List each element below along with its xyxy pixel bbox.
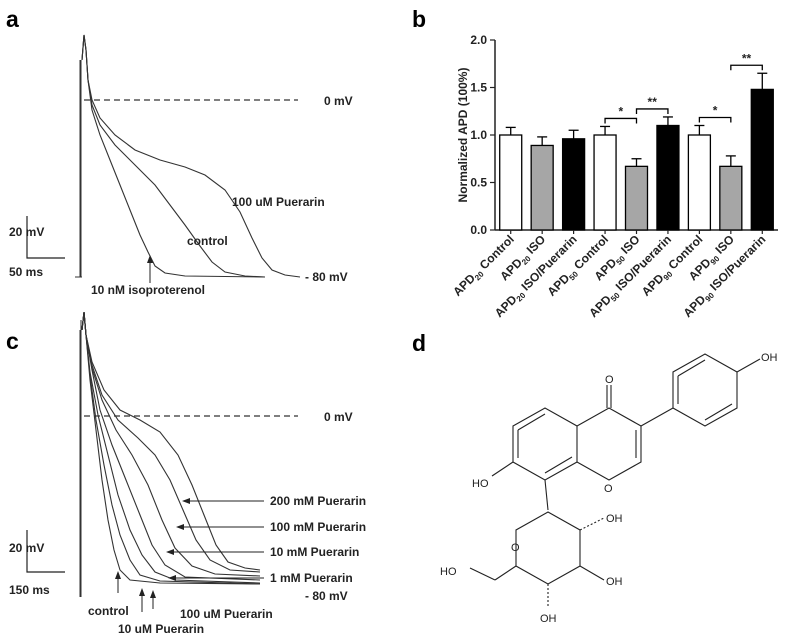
- sig-label-1: **: [648, 95, 658, 109]
- panel-b-bar-chart: b Normalized APD (100%) 0.00.51.01.52.0A…: [412, 6, 778, 320]
- phenyl-double-bonds: [677, 359, 733, 421]
- scale-t-a: 50 ms: [9, 265, 43, 279]
- phenyl-ring: [672, 353, 738, 427]
- panel-d-chemical-structure: d O OH HO O O OH HO OH OH: [412, 330, 778, 625]
- label-control: control: [187, 234, 228, 248]
- atom-carbonyl-o: O: [605, 374, 614, 386]
- phenol-bond: [736, 358, 761, 373]
- rest-mv-label: - 80 mV: [305, 270, 348, 284]
- trace-control: [81, 34, 266, 278]
- benzo-ring-double-bonds: [517, 413, 573, 474]
- sig-bracket-1: [635, 108, 669, 114]
- label-10uM: 10 uM Puerarin: [118, 622, 204, 636]
- scale-bar-c: [26, 530, 65, 573]
- trace-c-control: [81, 311, 261, 585]
- bar-2: [561, 138, 586, 231]
- y-tick-label-2: 1.0: [470, 128, 487, 142]
- panel-a: a 0 mV - 80 mV 100 uM Puerarin control 1…: [6, 6, 353, 297]
- panel-c: c 0 mV 200 mM Puerarin 100 mM Puerarin 1…: [6, 311, 366, 636]
- panel-d-label: d: [412, 330, 426, 356]
- oh3-bond: [579, 565, 605, 581]
- panel-c-label: c: [6, 328, 19, 354]
- aryl-link-bond: [640, 407, 674, 427]
- bar-8: [750, 88, 774, 231]
- atom-2-oh: OH: [606, 513, 623, 525]
- atom-6-oh: HO: [440, 566, 457, 578]
- label-100mM: 100 mM Puerarin: [270, 520, 366, 534]
- panel-a-label: a: [6, 6, 19, 32]
- arrow-10mM-head: [166, 549, 174, 555]
- ch2oh-bond: [469, 567, 496, 581]
- oh7-bond: [491, 461, 514, 477]
- trace-iso: [81, 34, 266, 278]
- atom-4-oh: OH: [540, 613, 557, 625]
- oh2-bond: [579, 517, 605, 531]
- arrow-10uM-head: [139, 588, 145, 596]
- atom-ring-o: O: [604, 483, 613, 495]
- pyranone-ring: [576, 407, 642, 481]
- zero-mv-label-c: 0 mV: [324, 410, 353, 424]
- trace-c-200mM: [81, 311, 261, 571]
- scale-v-a: 20 mV: [9, 225, 44, 239]
- label-isoproterenol: 10 nM isoproterenol: [91, 283, 205, 297]
- label-200mM: 200 mM Puerarin: [270, 494, 366, 508]
- arrow-200mM-head: [182, 498, 190, 504]
- benzo-ring: [512, 407, 578, 481]
- sig-label-2: *: [713, 104, 718, 118]
- sig-label-3: **: [742, 51, 752, 65]
- atom-phenol-oh: OH: [761, 352, 778, 364]
- glycoside-bond: [544, 479, 549, 511]
- zero-mv-label: 0 mV: [324, 94, 353, 108]
- y-tick-label-3: 1.5: [470, 81, 487, 95]
- arrow-100mM-head: [176, 524, 184, 530]
- ch2-bond: [494, 565, 517, 581]
- arrow-100uM-head: [150, 590, 156, 598]
- label-100uM-puerarin: 100 uM Puerarin: [232, 195, 325, 209]
- label-10mM: 10 mM Puerarin: [270, 545, 359, 559]
- atom-sugar-ring-o: O: [511, 542, 520, 554]
- scale-t-c: 150 ms: [9, 583, 50, 597]
- rest-mv-label-c: - 80 mV: [305, 589, 348, 603]
- sig-label-0: *: [618, 104, 623, 118]
- bar-5: [656, 124, 680, 231]
- bar-7: [719, 165, 743, 231]
- sig-bracket-2: [698, 116, 732, 123]
- label-1mM: 1 mM Puerarin: [270, 571, 353, 585]
- bar-0: [499, 134, 523, 231]
- arrow-1mM-head: [168, 575, 176, 581]
- atom-7-oh: HO: [472, 478, 489, 490]
- bar-6: [687, 134, 712, 231]
- y-tick-label-4: 2.0: [470, 33, 487, 47]
- bar-1: [530, 144, 554, 231]
- label-100uM: 100 uM Puerarin: [180, 607, 273, 621]
- bar-3: [593, 134, 617, 231]
- sig-bracket-0: [604, 117, 638, 124]
- scale-bar-a: [26, 216, 65, 259]
- label-c-control: control: [88, 604, 129, 618]
- trace-puerarin: [81, 34, 301, 278]
- scale-v-c: 20 mV: [9, 541, 44, 555]
- y-tick-label-0: 0.0: [470, 223, 487, 237]
- sig-bracket-3: [730, 64, 763, 71]
- trace-c-10uM: [81, 311, 261, 585]
- iso-arrow-head: [147, 255, 153, 263]
- glucose-ring: [515, 511, 581, 585]
- trace-c-100mM: [81, 311, 261, 573]
- panel-b-label: b: [412, 6, 426, 32]
- y-tick-label-1: 0.5: [470, 176, 487, 190]
- arrow-control-head: [115, 571, 121, 579]
- atom-3-oh: OH: [606, 576, 623, 588]
- bar-4: [624, 165, 649, 231]
- y-axis-label: Normalized APD (100%): [456, 68, 470, 203]
- trace-c-10mM: [81, 311, 261, 577]
- trace-c-100uM: [81, 311, 261, 584]
